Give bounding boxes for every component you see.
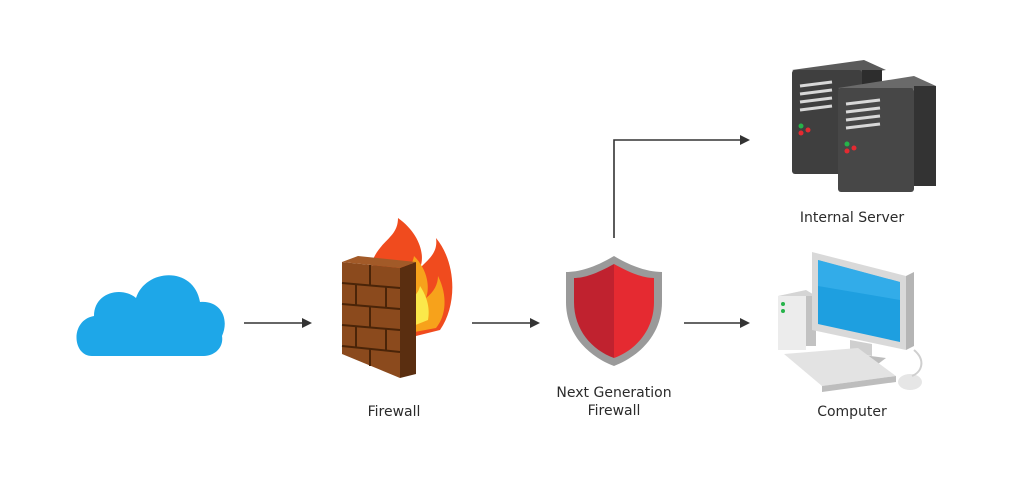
shield-icon — [566, 256, 662, 366]
ngfw-label: Next Generation Firewall — [556, 384, 671, 420]
ngfw-label-line1: Next Generation — [556, 385, 672, 401]
arrow-ngfw-to-server — [613, 135, 750, 238]
ngfw-label-line2: Firewall — [587, 403, 641, 419]
firewall-label: Firewall — [367, 404, 421, 420]
computer-label: Computer — [817, 404, 887, 420]
brick-wall-fire-icon — [341, 218, 453, 378]
server-rack-icon — [792, 60, 936, 192]
desktop-computer-icon — [778, 252, 923, 392]
internal-server-label: Internal Server — [799, 210, 905, 226]
cloud-icon — [76, 275, 225, 356]
